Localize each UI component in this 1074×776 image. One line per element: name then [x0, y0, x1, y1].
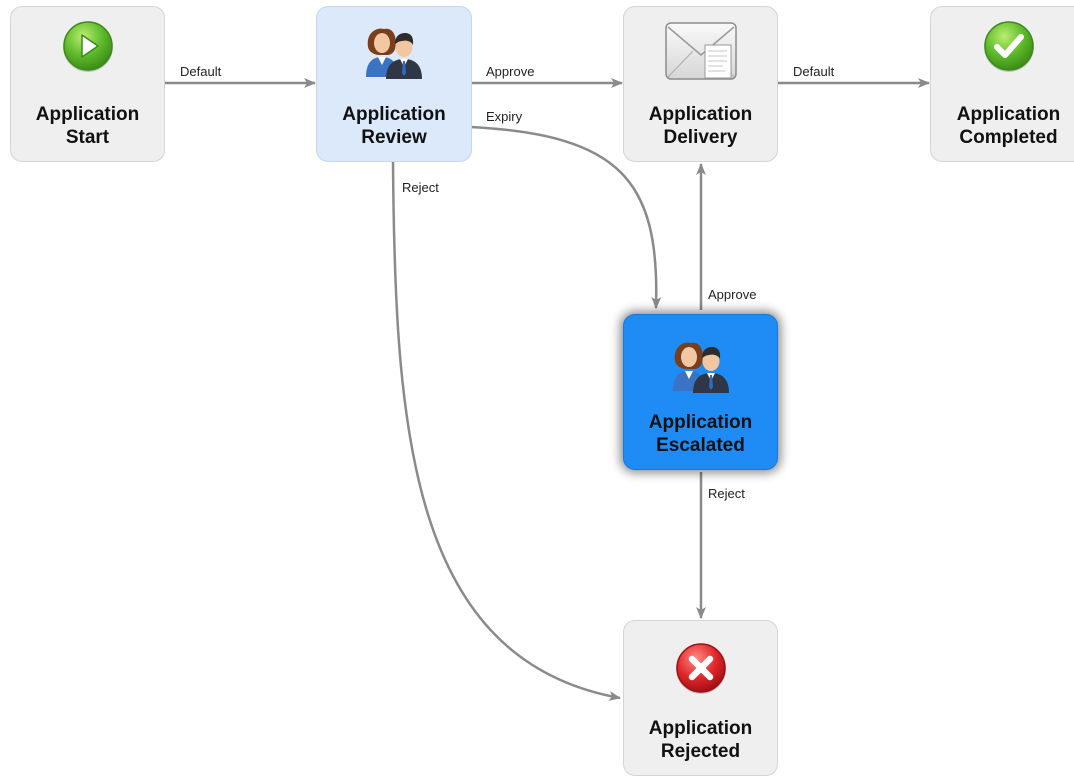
node-application-rejected[interactable]: Application Rejected	[623, 620, 778, 776]
edge-label-escalated-rejected: Reject	[708, 486, 745, 501]
play-icon	[62, 21, 113, 72]
node-label: Application Escalated	[648, 412, 753, 456]
edge-label-delivery-completed: Default	[793, 64, 835, 79]
node-label: Application Rejected	[648, 718, 753, 762]
node-label: Application Start	[35, 104, 140, 148]
envelope-icon	[664, 22, 737, 80]
node-application-completed[interactable]: Application Completed	[930, 6, 1074, 162]
users-icon	[366, 28, 422, 79]
users-icon	[672, 342, 729, 393]
node-label: Application Review	[342, 104, 446, 148]
node-application-review[interactable]: Application Review	[316, 6, 472, 162]
node-label: Application Delivery	[648, 104, 753, 148]
edge-label-review-rejected: Reject	[402, 180, 439, 195]
edge-label-start-review: Default	[180, 64, 222, 79]
edge-label-review-delivery: Approve	[486, 64, 534, 79]
node-application-start[interactable]: Application Start	[10, 6, 165, 162]
node-label: Application Completed	[956, 104, 1061, 148]
edge-label-escalated-delivery: Approve	[708, 287, 756, 302]
edge-review-rejected[interactable]	[391, 160, 621, 701]
x-circle-icon	[675, 643, 726, 694]
checkmark-icon	[984, 21, 1034, 72]
edge-label-review-escalated: Expiry	[486, 109, 523, 124]
node-application-delivery[interactable]: Application Delivery	[623, 6, 778, 162]
node-application-escalated[interactable]: Application Escalated	[623, 314, 778, 470]
